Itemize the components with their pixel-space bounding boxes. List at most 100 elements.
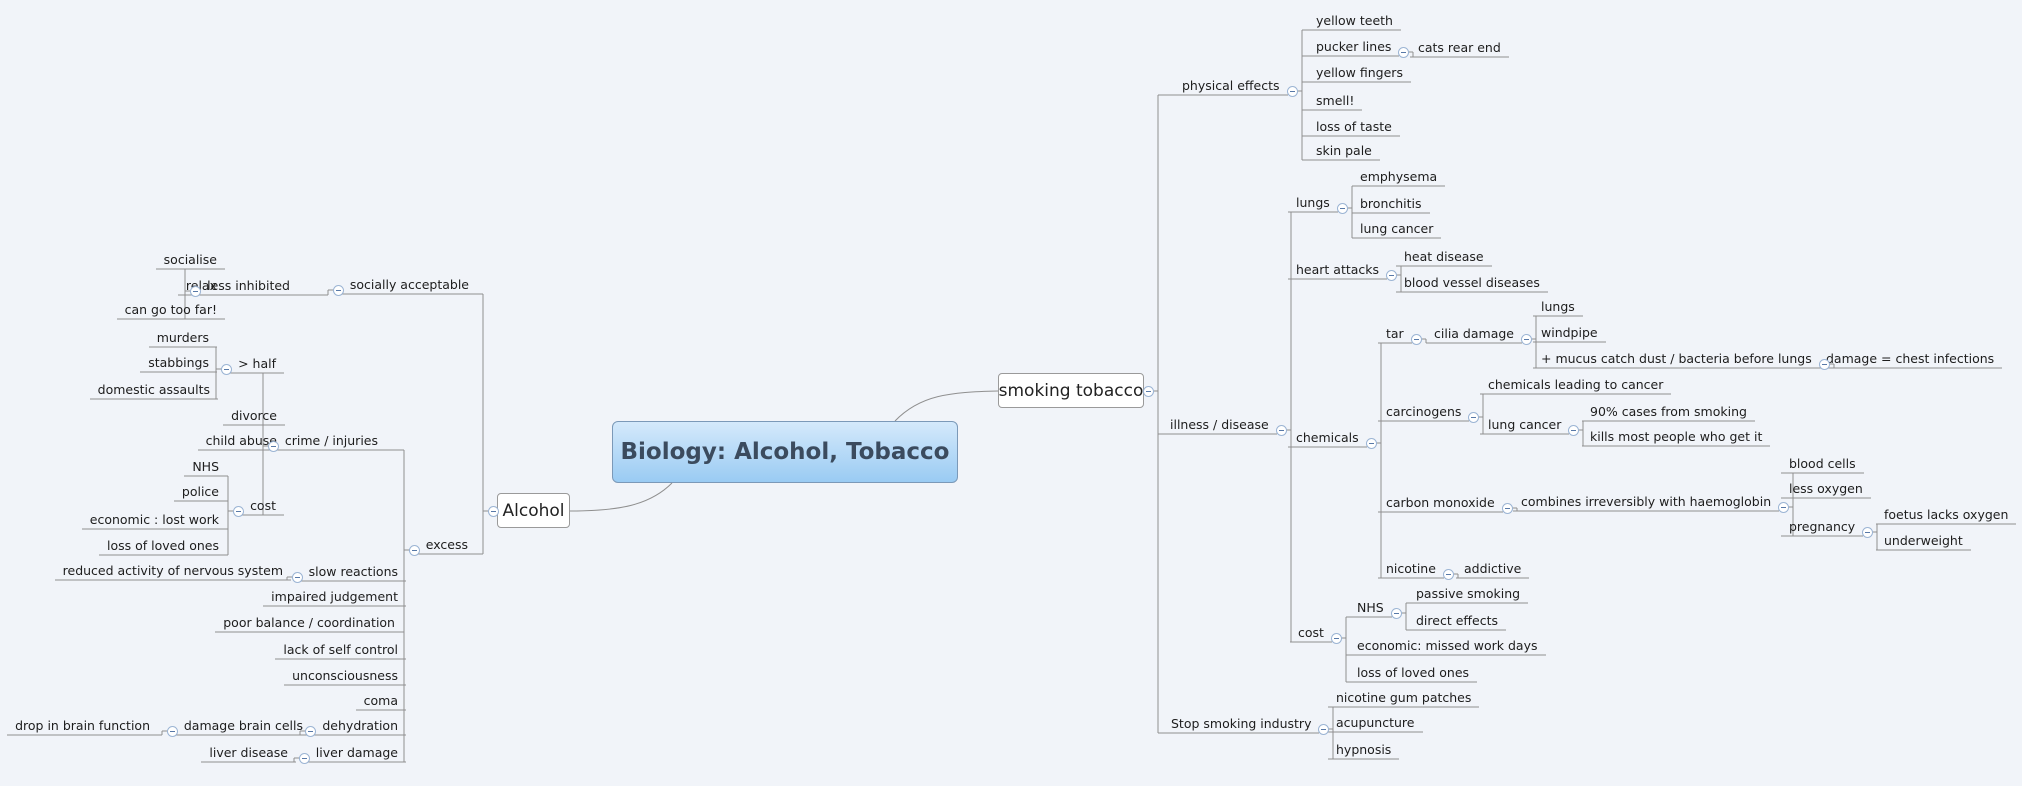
topic-windpipe[interactable]: windpipe <box>1541 325 1598 340</box>
topic-kills-most[interactable]: kills most people who get it <box>1590 429 1763 444</box>
topic-acupuncture[interactable]: acupuncture <box>1336 715 1415 730</box>
topic-cilia-damage-collapse-icon[interactable] <box>1521 334 1532 345</box>
topic-child-abuse[interactable]: child abuse <box>205 433 277 448</box>
topic-police[interactable]: police <box>181 484 219 499</box>
topic-coma[interactable]: coma <box>363 693 398 708</box>
topic-illness-disease-collapse-icon[interactable] <box>1276 425 1287 436</box>
topic-damage-brain[interactable]: damage brain cells <box>183 718 303 733</box>
topic-chem-leading[interactable]: chemicals leading to cancer <box>1488 377 1664 392</box>
topic-less-oxygen[interactable]: less oxygen <box>1789 481 1863 496</box>
topic-less-inhibited-collapse-icon[interactable] <box>190 286 201 297</box>
topic-emphysema[interactable]: emphysema <box>1360 169 1438 184</box>
topic-liver-damage-collapse-icon[interactable] <box>299 753 310 764</box>
topic-cost-alcohol[interactable]: cost <box>250 498 276 513</box>
topic-lack-self-control[interactable]: lack of self control <box>283 642 398 657</box>
topic-cost-alcohol-collapse-icon[interactable] <box>233 506 244 517</box>
topic-nicotine[interactable]: nicotine <box>1386 561 1436 576</box>
topic-stop-smoking[interactable]: Stop smoking industry <box>1171 716 1312 731</box>
topic-heart-attacks[interactable]: heart attacks <box>1296 262 1380 277</box>
topic-economic-lost[interactable]: economic : lost work <box>89 512 219 527</box>
topic-carcinogens[interactable]: carcinogens <box>1386 404 1462 419</box>
topic-divorce[interactable]: divorce <box>231 408 277 423</box>
topic-dehydration-collapse-icon[interactable] <box>305 726 316 737</box>
topic-half[interactable]: > half <box>238 356 276 371</box>
topic-unconsciousness[interactable]: unconsciousness <box>292 668 398 683</box>
topic-lungs-tar[interactable]: lungs <box>1541 299 1575 314</box>
topic-stop-smoking-collapse-icon[interactable] <box>1318 724 1329 735</box>
topic-carbon-monoxide[interactable]: carbon monoxide <box>1386 495 1495 510</box>
topic-alcohol-root-collapse-icon[interactable] <box>488 506 499 517</box>
topic-stabbings[interactable]: stabbings <box>148 355 209 370</box>
topic-chemicals[interactable]: chemicals <box>1296 430 1359 445</box>
topic-tar-collapse-icon[interactable] <box>1411 334 1422 345</box>
topic-lung-cancer[interactable]: lung cancer <box>1360 221 1434 236</box>
topic-loss-of-taste[interactable]: loss of taste <box>1316 119 1392 134</box>
topic-passive-smoking[interactable]: passive smoking <box>1416 586 1521 601</box>
main-topic-smoking-tobacco[interactable]: smoking tobacco <box>998 373 1144 408</box>
topic-socialise[interactable]: socialise <box>163 252 217 267</box>
topic-damage-brain-collapse-icon[interactable] <box>167 726 178 737</box>
topic-blood-vessel-diseases[interactable]: blood vessel diseases <box>1404 275 1540 290</box>
topic-underweight[interactable]: underweight <box>1884 533 1963 548</box>
topic-cats-rear-end[interactable]: cats rear end <box>1418 40 1501 55</box>
topic-excess-collapse-icon[interactable] <box>409 545 420 556</box>
topic-lung-cancer-2[interactable]: lung cancer <box>1488 417 1562 432</box>
topic-nhs-alcohol[interactable]: NHS <box>192 459 219 474</box>
topic-pucker-lines-collapse-icon[interactable] <box>1398 47 1409 58</box>
topic-economic-missed[interactable]: economic: missed work days <box>1357 638 1538 653</box>
topic-slow-reactions-collapse-icon[interactable] <box>292 572 303 583</box>
topic-poor-balance[interactable]: poor balance / coordination <box>223 615 395 630</box>
topic-slow-reactions[interactable]: slow reactions <box>308 564 398 579</box>
topic-lungs-collapse-icon[interactable] <box>1337 203 1348 214</box>
topic-physical-effects[interactable]: physical effects <box>1182 78 1280 93</box>
topic-crime-injuries-collapse-icon[interactable] <box>268 441 279 452</box>
topic-dehydration[interactable]: dehydration <box>322 718 398 733</box>
topic-crime-injuries[interactable]: crime / injuries <box>284 433 378 448</box>
topic-lung-cancer-2-collapse-icon[interactable] <box>1568 425 1579 436</box>
topic-loss-loved-alcohol[interactable]: loss of loved ones <box>106 538 219 553</box>
topic-domestic-assaults[interactable]: domestic assaults <box>97 382 210 397</box>
topic-heart-attacks-collapse-icon[interactable] <box>1386 270 1397 281</box>
topic-addictive[interactable]: addictive <box>1464 561 1522 576</box>
topic-loss-loved-smoking[interactable]: loss of loved ones <box>1357 665 1470 680</box>
topic-cost-smoking-collapse-icon[interactable] <box>1331 633 1342 644</box>
topic-socially-acceptable[interactable]: socially acceptable <box>349 277 469 292</box>
topic-too-far[interactable]: can go too far! <box>124 302 217 317</box>
topic-excess[interactable]: excess <box>425 537 468 552</box>
topic-murders[interactable]: murders <box>156 330 209 345</box>
topic-blood-cells[interactable]: blood cells <box>1789 456 1856 471</box>
topic-nhs-smoking-collapse-icon[interactable] <box>1391 608 1402 619</box>
topic-smoking-root-collapse-icon[interactable] <box>1143 386 1154 397</box>
topic-cilia-damage[interactable]: cilia damage <box>1434 326 1514 341</box>
topic-physical-effects-collapse-icon[interactable] <box>1287 86 1298 97</box>
topic-pregnancy-collapse-icon[interactable] <box>1862 527 1873 538</box>
topic-chemicals-collapse-icon[interactable] <box>1366 438 1377 449</box>
topic-foetus[interactable]: foetus lacks oxygen <box>1884 507 2009 522</box>
topic-tar[interactable]: tar <box>1386 326 1404 341</box>
topic-skin-pale[interactable]: skin pale <box>1316 143 1372 158</box>
topic-damage-chest[interactable]: damage = chest infections <box>1826 351 1995 366</box>
topic-ninety-pct[interactable]: 90% cases from smoking <box>1590 404 1747 419</box>
topic-yellow-fingers[interactable]: yellow fingers <box>1316 65 1403 80</box>
topic-mucus[interactable]: + mucus catch dust / bacteria before lun… <box>1541 351 1812 366</box>
topic-reduced-activity[interactable]: reduced activity of nervous system <box>62 563 283 578</box>
topic-nicotine-gum[interactable]: nicotine gum patches <box>1336 690 1472 705</box>
topic-bronchitis[interactable]: bronchitis <box>1360 196 1422 211</box>
topic-pregnancy[interactable]: pregnancy <box>1789 519 1856 534</box>
topic-hypnosis[interactable]: hypnosis <box>1336 742 1392 757</box>
topic-liver-disease[interactable]: liver disease <box>209 745 288 760</box>
topic-carbon-monoxide-collapse-icon[interactable] <box>1502 503 1513 514</box>
topic-impaired-judgement[interactable]: impaired judgement <box>271 589 398 604</box>
topic-yellow-teeth[interactable]: yellow teeth <box>1316 13 1393 28</box>
topic-illness-disease[interactable]: illness / disease <box>1170 417 1269 432</box>
topic-less-inhibited[interactable]: less inhibited <box>207 278 290 293</box>
topic-combines-collapse-icon[interactable] <box>1778 502 1789 513</box>
topic-combines[interactable]: combines irreversibly with haemoglobin <box>1521 494 1772 509</box>
central-topic[interactable]: Biology: Alcohol, Tobacco <box>612 421 958 483</box>
topic-smell[interactable]: smell! <box>1316 93 1355 108</box>
topic-carcinogens-collapse-icon[interactable] <box>1468 412 1479 423</box>
main-topic-alcohol[interactable]: Alcohol <box>497 493 570 528</box>
topic-cost-smoking[interactable]: cost <box>1298 625 1324 640</box>
topic-nhs-smoking[interactable]: NHS <box>1357 600 1384 615</box>
topic-nicotine-collapse-icon[interactable] <box>1443 569 1454 580</box>
